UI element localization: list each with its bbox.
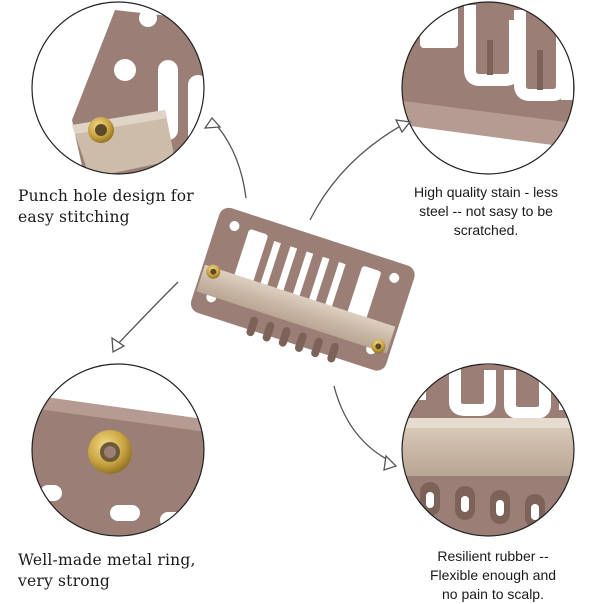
callout-arrows: [111, 116, 412, 471]
caption-metal-ring: Well-made metal ring, very strong: [18, 551, 196, 590]
arrow-to-rubber: [333, 385, 393, 463]
punch-hole: [114, 59, 136, 81]
arrow-to-stainless-steel: [309, 123, 405, 221]
hair-clip: [190, 207, 415, 371]
caption-stainless-steel: High quality stain - less steel -- not s…: [414, 184, 558, 238]
arrow-to-metal-ring: [115, 281, 179, 347]
caption-rubber: Resilient rubber -- Flexible enough and …: [429, 548, 557, 602]
zoom-circle-metal-ring: [31, 363, 205, 537]
zoom-circle-punch-hole: [31, 1, 205, 175]
punch-hole: [139, 9, 157, 27]
zoom-circle-stainless-steel: [401, 1, 575, 175]
caption-punch-hole: Punch hole design for easy stitching: [18, 187, 194, 226]
zoom-circle-rubber: [401, 363, 575, 537]
rubber-strip: [196, 264, 396, 354]
